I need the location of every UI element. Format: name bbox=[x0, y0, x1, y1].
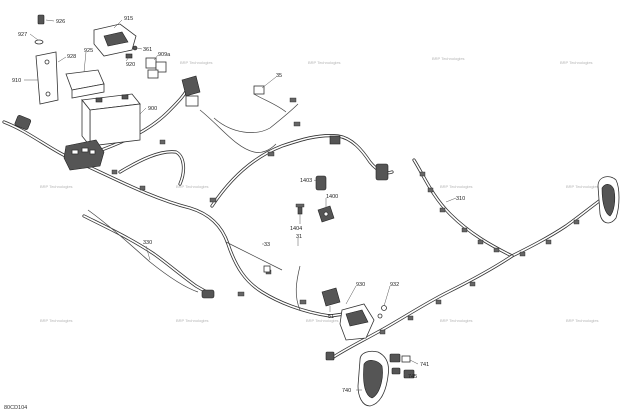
callout-926: 926 bbox=[56, 19, 65, 25]
connector-right bbox=[329, 135, 389, 181]
harness-end-left bbox=[14, 115, 32, 130]
battery-900 bbox=[81, 93, 141, 148]
watermark: BRP Technologies bbox=[566, 184, 599, 189]
watermark: BRP Technologies bbox=[440, 184, 473, 189]
callout-31: 31 bbox=[296, 234, 302, 240]
taillight-740 bbox=[357, 350, 389, 407]
connector-330-end bbox=[201, 289, 215, 299]
hardware-927 bbox=[34, 39, 44, 45]
sensor-1403 bbox=[315, 175, 327, 191]
callout-920: 920 bbox=[126, 62, 135, 68]
fuse-holder-909a bbox=[145, 57, 167, 79]
callout-928: 928 bbox=[67, 54, 76, 60]
connector-51 bbox=[321, 287, 341, 307]
callout-927: 927 bbox=[18, 32, 27, 38]
callout-310: 310 bbox=[456, 196, 465, 202]
callout-745: 745 bbox=[408, 374, 417, 380]
plate-925 bbox=[65, 69, 105, 99]
watermark: BRP Technologies bbox=[176, 184, 209, 189]
rear-harness bbox=[330, 158, 608, 360]
callout-740: 740 bbox=[342, 388, 351, 394]
callout-915: 915 bbox=[124, 16, 133, 22]
watermark: BRP Technologies bbox=[432, 56, 465, 61]
callout-35: 35 bbox=[276, 73, 282, 79]
bracket-910 bbox=[35, 51, 59, 105]
screw-361 bbox=[132, 45, 138, 51]
watermark: BRP Technologies bbox=[306, 318, 339, 323]
callout-361: 361 bbox=[143, 47, 152, 53]
callout-1400: 1400 bbox=[326, 194, 338, 200]
reference-code: 80CD104 bbox=[4, 405, 27, 411]
connector-33 bbox=[263, 265, 271, 273]
bolt-1404 bbox=[295, 203, 305, 215]
callout-741: 741 bbox=[420, 362, 429, 368]
module-930 bbox=[339, 303, 375, 341]
watermark: BRP Technologies bbox=[440, 318, 473, 323]
callout-932: 932 bbox=[390, 282, 399, 288]
hardware-932 bbox=[377, 305, 387, 319]
callout-51: 51 bbox=[328, 314, 334, 320]
sensor-1400 bbox=[317, 205, 335, 223]
callout-1404: 1404 bbox=[290, 226, 302, 232]
main-harness bbox=[2, 82, 394, 318]
leader-lines bbox=[24, 19, 457, 391]
callout-labels: 926 927 915 928 925 920 361 909a 910 900… bbox=[12, 16, 465, 394]
connector-35 bbox=[253, 85, 301, 127]
watermarks: BRP Technologies BRP Technologies BRP Te… bbox=[40, 56, 599, 323]
callout-910: 910 bbox=[12, 78, 21, 84]
hardware-926 bbox=[37, 14, 45, 25]
callout-900: 900 bbox=[148, 106, 157, 112]
watermark: BRP Technologies bbox=[176, 318, 209, 323]
main-connector bbox=[181, 75, 201, 107]
callout-909a: 909a bbox=[158, 52, 171, 58]
screw-920 bbox=[125, 53, 133, 59]
watermark: BRP Technologies bbox=[180, 60, 213, 65]
callout-925: 925 bbox=[84, 48, 93, 54]
watermark: BRP Technologies bbox=[40, 184, 73, 189]
watermark: BRP Technologies bbox=[308, 60, 341, 65]
callout-930: 930 bbox=[356, 282, 365, 288]
wires bbox=[87, 93, 301, 311]
watermark: BRP Technologies bbox=[40, 318, 73, 323]
watermark: BRP Technologies bbox=[566, 318, 599, 323]
connector-741 bbox=[389, 353, 411, 363]
fuse-box bbox=[63, 139, 105, 171]
bracket-915 bbox=[93, 23, 137, 57]
callout-33: 33 bbox=[264, 242, 270, 248]
harness-clips bbox=[111, 139, 580, 335]
connector-rear-left bbox=[325, 351, 335, 361]
callout-330: 330 bbox=[143, 240, 152, 246]
watermark: BRP Technologies bbox=[560, 60, 593, 65]
callout-1403: 1403 bbox=[300, 178, 312, 184]
taillight-right bbox=[597, 176, 620, 224]
